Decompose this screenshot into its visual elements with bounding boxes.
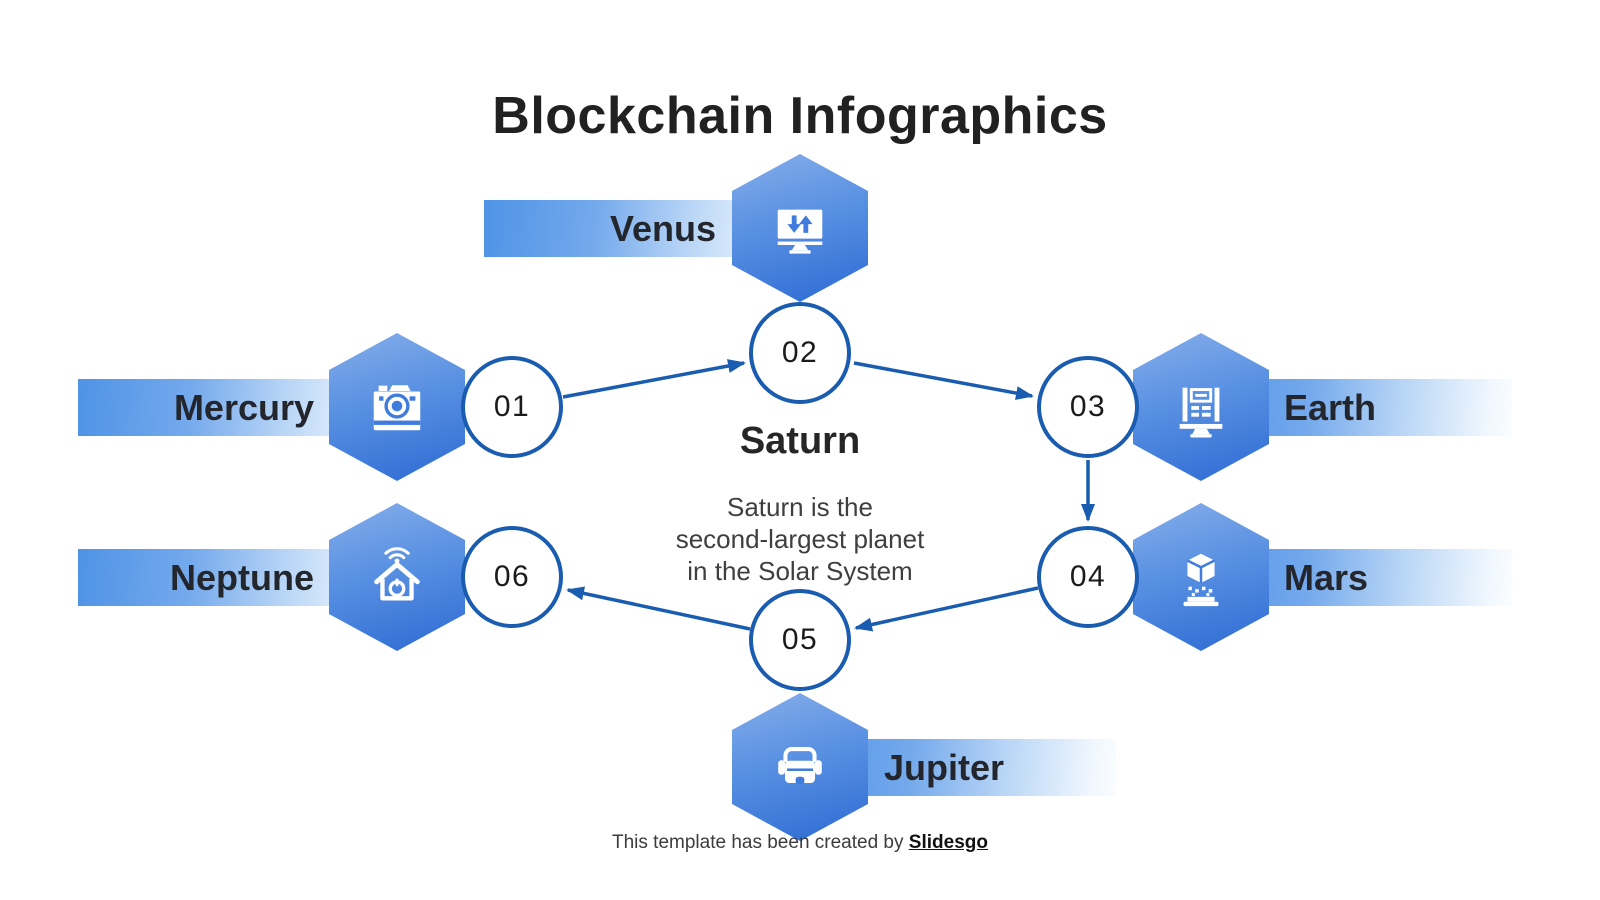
camera-icon [373,385,421,431]
step-circle-05: 05 [749,589,851,691]
step-number: 02 [781,336,819,369]
slidesgo-link[interactable]: Slidesgo [908,832,988,853]
hexagon-neptune [329,503,465,651]
hexagon-venus [732,154,868,302]
arrow-01-02 [562,359,746,399]
vr-headset-icon [778,747,822,785]
page-title: Blockchain Infographics [492,87,1108,145]
description-line: Saturn is the [727,492,873,522]
hologram-cube-icon [1183,553,1219,607]
description-line: in the Solar System [687,556,913,587]
step-circle-04: 04 [1037,526,1139,628]
planet-label: Earth [1284,386,1377,428]
planet-label: Neptune [170,556,314,598]
step-number: 04 [1069,560,1107,593]
arrow-02-03 [853,361,1034,400]
arrow-05-06 [566,586,751,631]
center-heading: Saturn [739,420,861,462]
footer-credit: This template has been created by Slides… [0,832,1600,854]
arrow-04-05 [854,586,1039,632]
monitor-news-icon [1179,387,1223,438]
description-line: second-largest planet [675,524,925,555]
step-circle-06: 06 [461,526,563,628]
center-description: Saturn is the second-largest planet in t… [600,491,1000,588]
planet-label: Venus [609,207,716,249]
planet-label: Jupiter [884,746,1005,788]
step-circle-01: 01 [461,356,563,458]
step-number: 01 [493,390,531,423]
step-number: 05 [781,623,819,656]
step-circle-03: 03 [1037,356,1139,458]
step-number: 06 [493,560,531,593]
smart-home-icon [374,547,420,601]
step-number: 03 [1069,390,1107,423]
planet-label: Mars [1284,556,1369,598]
step-circle-02: 02 [749,302,851,404]
center-text-block: Saturn Saturn is the second-largest plan… [600,420,1000,588]
monitor-data-transfer-icon [777,209,823,254]
planet-label: Mercury [173,386,314,428]
hexagon-jupiter [732,693,868,841]
footer-text: This template has been created by [612,832,909,853]
